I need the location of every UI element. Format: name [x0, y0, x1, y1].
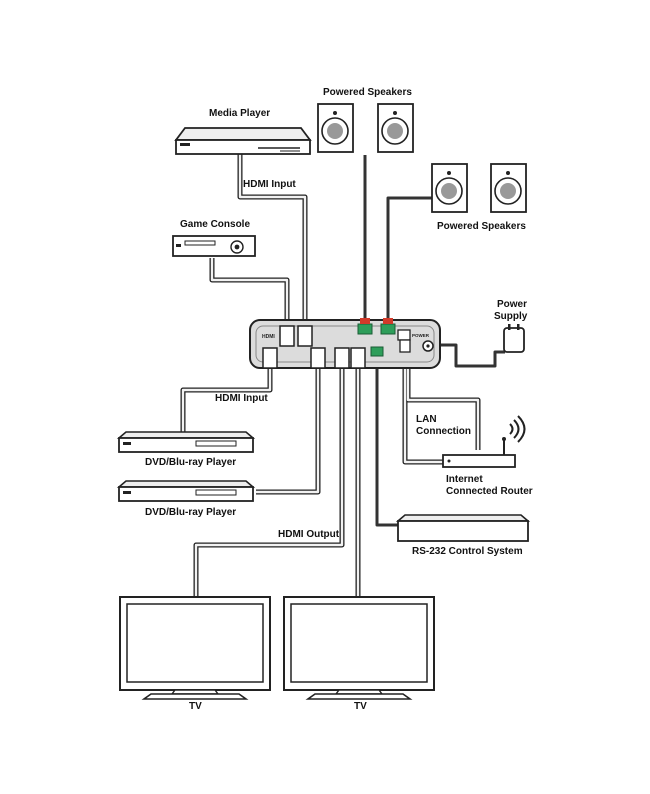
- powered-speakers-right: [431, 163, 527, 213]
- tv-left: [119, 596, 271, 700]
- lan-port: [397, 329, 411, 341]
- media-player: [174, 127, 312, 155]
- device-hdmi-text: HDMI: [262, 334, 275, 340]
- label-hdmi-input-left: HDMI Input: [215, 393, 268, 404]
- dvd-player-2: [116, 480, 256, 502]
- power-supply: [503, 324, 525, 353]
- label-rs232: RS-232 Control System: [412, 546, 523, 557]
- label-tv-right: TV: [354, 701, 367, 712]
- label-powered-speakers-right: Powered Speakers: [437, 221, 526, 232]
- hdmi-cables: [180, 150, 481, 598]
- label-dvd-player-1: DVD/Blu-ray Player: [145, 457, 237, 468]
- label-tv-left: TV: [189, 701, 202, 712]
- solid-wires: [363, 155, 505, 527]
- label-power-supply-2: Supply: [494, 311, 528, 322]
- label-router-1: Internet: [446, 474, 483, 485]
- label-power-supply-1: Power: [497, 299, 528, 310]
- tv-right: [283, 596, 435, 700]
- main-device: HDMI POWER: [249, 318, 441, 369]
- label-powered-speakers-top: Powered Speakers: [323, 87, 412, 98]
- powered-speakers-top: [317, 103, 414, 153]
- speaker-terminal-1: [357, 323, 373, 335]
- internet-router: [442, 415, 526, 468]
- label-hdmi-input-top: HDMI Input: [243, 179, 296, 190]
- label-router-2: Connected Router: [446, 486, 533, 497]
- label-lan-connection-1: LAN: [416, 414, 437, 425]
- speaker-terminal-2: [380, 323, 396, 335]
- label-lan-connection-2: Connection: [416, 426, 471, 437]
- label-game-console: Game Console: [180, 219, 251, 230]
- label-hdmi-output: HDMI Output: [278, 529, 340, 540]
- game-console: [172, 235, 256, 257]
- rs232-control-system: [395, 514, 531, 542]
- label-dvd-player-2: DVD/Blu-ray Player: [145, 507, 237, 518]
- device-power-text: POWER: [412, 333, 430, 338]
- dvd-player-1: [116, 431, 256, 453]
- rs232-terminal: [370, 346, 384, 357]
- label-media-player: Media Player: [209, 108, 271, 119]
